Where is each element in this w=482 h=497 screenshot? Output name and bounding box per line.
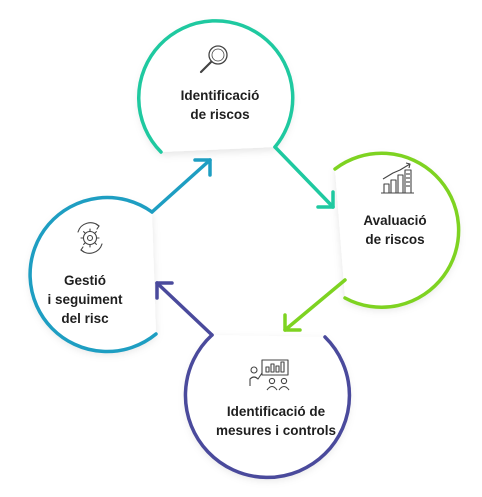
step-2-label: Avaluació de riscos [335,211,455,249]
step-4-label-line3: del risc [61,311,109,326]
step-4-circle [28,195,158,354]
step-3-label-line1: Identificació de [226,404,326,419]
step-3-label: Identificació de mesures i controls [195,402,357,440]
arrow-step4-to-step1 [150,158,212,214]
arrow-step1-to-step2 [273,145,335,209]
step-3-label-line2: mesures i controls [215,423,337,438]
step-1-circle [137,19,295,154]
arrow-step2-to-step3 [283,278,347,332]
step-1-label-line2: de riscos [190,107,250,122]
step-1-label: Identificació de riscos [150,86,290,124]
presentation-team-icon [249,359,290,391]
gear-cycle-icon [77,222,103,254]
step-4-label-line2: i seguiment [47,292,123,307]
step-4-label-line1: Gestió [63,273,106,288]
step-1-label-line1: Identificació [180,88,260,103]
step-4-label: Gestió i seguiment del risc [30,271,140,328]
step-2-circle [333,151,461,309]
step-3-circle [183,333,352,480]
step-2-label-line1: Avaluació [363,213,427,228]
bar-chart-icon [381,162,414,194]
magnifier-icon [199,45,228,74]
arrow-step3-to-step4 [155,281,214,337]
step-2-label-line2: de riscos [365,232,425,247]
